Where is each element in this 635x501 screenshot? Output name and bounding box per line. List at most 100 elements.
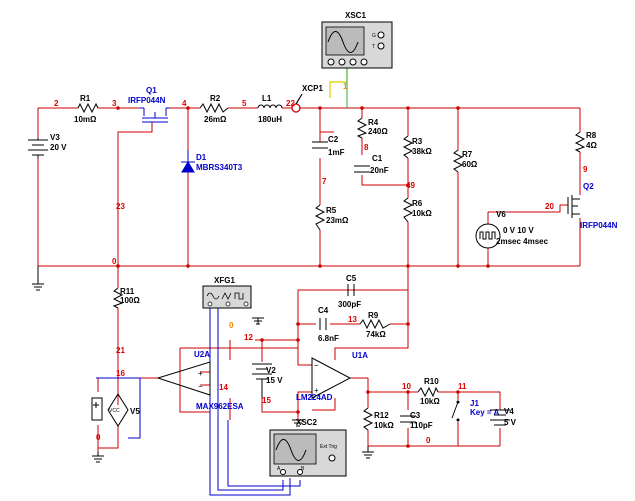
r12-ref: R12 [374,411,389,420]
q1-mosfet[interactable] [140,107,170,123]
node-label: 11 [458,382,467,391]
xsc1-oscilloscope[interactable] [321,21,393,69]
r4-value: 240Ω [368,127,388,136]
q2-ref: Q2 [583,182,594,191]
r1-resistor[interactable] [77,102,99,114]
r5-value: 23mΩ [326,216,349,225]
xsc2-ref: XSC2 [296,418,317,427]
d1-ref: D1 [196,153,207,162]
c4-capacitor[interactable] [319,318,327,330]
node-label: 21 [116,346,125,355]
xcp1-current-probe[interactable] [291,93,303,113]
j1-key: Key = A [470,408,499,417]
r4-resistor[interactable] [356,117,368,139]
node-labels: 2 3 4 5 22 1 8 49 7 9 20 23 0 21 16 0 12… [54,82,588,445]
r7-resistor[interactable] [452,149,464,173]
c4-value: 6.8nF [318,334,339,343]
xsc2-oscilloscope[interactable] [269,429,347,477]
r3-ref: R3 [412,137,423,146]
v6-pulse-source[interactable] [475,223,501,249]
r1-value: 10mΩ [74,115,97,124]
v5-ref: V5 [130,407,140,416]
c2-value: 1mF [328,148,345,157]
r6-resistor[interactable] [402,197,414,223]
node-label: 5 [242,99,247,108]
r8-resistor[interactable] [574,131,586,153]
r8-value: 4Ω [586,141,597,150]
u1a-opamp[interactable]: − + [311,357,352,399]
node-label: 0 [426,436,431,445]
svg-text:−: − [314,361,319,370]
v4-ref: V4 [504,407,514,416]
r3-resistor[interactable] [402,135,414,159]
xfg1-function-generator[interactable] [202,285,252,309]
xsc1-pin-g: G [372,33,376,39]
l1-inductor[interactable] [257,104,283,109]
l1-ref: L1 [262,94,272,103]
xcp1-ref: XCP1 [302,84,323,93]
v2-value: 15 V [266,376,283,385]
u2a-part: MAX962ESA [196,402,244,411]
r1-ref: R1 [80,94,91,103]
r8-ref: R8 [586,131,597,140]
r10-resistor[interactable] [417,386,439,398]
v6-ref: V6 [496,210,506,219]
svg-text:+: + [198,369,203,378]
d1-part: MBRS340T3 [196,163,243,172]
node-label: 8 [364,143,369,152]
xsc2-ch-a: A [277,466,281,472]
v3-battery[interactable] [28,138,48,158]
node-label: 0 [229,321,234,330]
q2-part: IRFP044N [580,221,618,230]
xsc1-pin-t: T [372,44,375,50]
probe-wires [96,66,348,496]
svg-text:−: − [198,382,203,391]
node-label: 20 [545,202,554,211]
r2-value: 26mΩ [204,115,227,124]
j1-switch[interactable] [451,400,460,422]
svg-text:+: + [314,386,319,395]
c3-capacitor[interactable] [400,415,416,423]
node-label: 7 [322,177,327,186]
xsc2-ext-trig: Ext Trig [320,444,337,450]
r9-value: 74kΩ [366,330,386,339]
u1a-part: LM224AD [296,393,333,402]
u1a-ref: U1A [352,351,368,360]
c1-capacitor[interactable] [354,165,370,173]
v4-battery[interactable] [490,409,510,426]
node-label: 2 [54,99,59,108]
c1-ref: C1 [372,154,383,163]
v5-controlled-source[interactable]: VCC [91,393,129,427]
node-label: 13 [348,315,357,324]
node-label: 23 [116,202,125,211]
c5-capacitor[interactable] [347,284,355,296]
r12-resistor[interactable] [362,407,374,431]
u2a-comparator[interactable]: + − [156,361,211,396]
node-label: 9 [583,165,588,174]
d1-diode[interactable] [181,150,195,173]
v2-battery[interactable] [252,363,272,398]
ground-symbol [32,266,44,291]
node-label: 12 [244,333,253,342]
c4-ref: C4 [318,306,329,315]
r9-ref: R9 [368,311,379,320]
node-label: 22 [286,99,295,108]
c2-ref: C2 [328,135,339,144]
r7-value: 60Ω [462,160,478,169]
r11-value: 100Ω [120,296,140,305]
c3-ref: C3 [410,411,421,420]
r5-resistor[interactable] [314,204,326,231]
q2-mosfet[interactable] [567,195,580,218]
c3-value: 110pF [410,421,433,430]
r2-resistor[interactable] [199,102,229,114]
r11-resistor[interactable] [112,287,124,309]
c1-value: 20nF [370,166,389,175]
ground-symbol-v2 [292,419,304,427]
r9-resistor[interactable] [359,318,391,330]
v5-symbol: VCC [109,408,120,414]
v3-value: 20 V [50,143,67,152]
u2a-ref: U2A [194,350,210,359]
node-label: 0 [96,433,101,442]
c2-capacitor[interactable] [312,141,328,149]
r12-value: 10kΩ [374,421,394,430]
